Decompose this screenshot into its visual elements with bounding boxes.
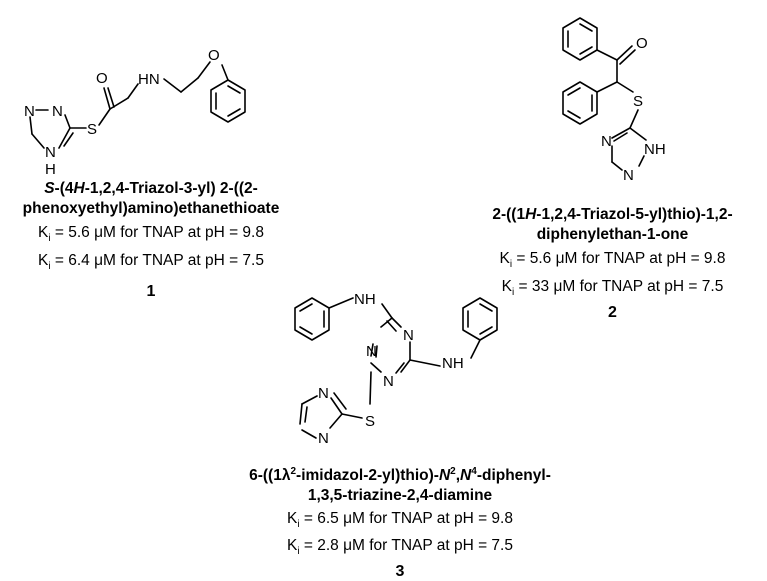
name-italic: N [460, 467, 472, 485]
structure-1: N N N H S O HN O [24, 47, 246, 178]
name-part: -1,2,4-Triazol-3-yl) 2-((2- [84, 180, 258, 197]
name-part: -diphenyl- [476, 467, 551, 485]
name-superscript: 4 [471, 466, 477, 477]
ki-subscript: i [509, 259, 513, 271]
ki-subscript: i [297, 519, 300, 531]
compound-caption-3: 6-((1λ2-imidazol-2-yl)thio)-N2,N4-diphen… [230, 462, 570, 581]
name-part: -imidazol-2-yl)thio)- [296, 467, 439, 485]
atom-label-n: N [623, 167, 634, 184]
compound-number-3: 3 [395, 563, 405, 581]
atom-label-nh: NH [354, 291, 376, 308]
triazole-ring-2 [611, 127, 647, 171]
ki-subscript: i [48, 233, 51, 245]
ki-text: = 6.5 μM for TNAP at pH = 9.8 [299, 510, 513, 528]
ki-value: Ki = 5.6 μM for TNAP at pH = 9.8 [460, 249, 765, 275]
ki-subscript: i [512, 287, 515, 299]
compound-name-3-line2: 1,3,5-triazine-2,4-diamine [307, 487, 493, 505]
phenyl-ring-1 [210, 79, 246, 123]
compound-name-3: 6-((1λ2-imidazol-2-yl)thio)-N2,N4-diphen… [230, 462, 570, 486]
atom-label-n: N [24, 103, 35, 120]
atom-label-o: O [208, 47, 220, 64]
atom-label-o: O [96, 70, 108, 87]
structure-3: NH N N N NH S [294, 291, 498, 447]
atom-label-n: N [318, 385, 329, 402]
ki-prefix: K [38, 224, 49, 241]
ki-text: = 33 μM for TNAP at pH = 7.5 [514, 278, 724, 296]
atom-label-h: H [45, 161, 56, 178]
structure-2: O S N NH N [562, 17, 666, 184]
ki-text: = 5.6 μM for TNAP at pH = 9.8 [50, 224, 264, 241]
name-part: , [455, 467, 461, 485]
ki-prefix: K [287, 510, 298, 528]
compound-name-1-line2: phenoxyethyl)amino)ethanethioate [22, 200, 280, 217]
atom-label-n: N [601, 133, 612, 150]
compound-number-1: 1 [146, 283, 156, 301]
triazine-ring [370, 317, 411, 374]
atom-label-s: S [87, 121, 97, 138]
atom-label-n: N [45, 144, 56, 161]
ki-value: Ki = 6.4 μM for TNAP at pH = 7.5 [6, 251, 296, 277]
atom-label-hn: HN [138, 71, 160, 88]
atom-label-s: S [633, 93, 643, 110]
name-superscript: 2 [290, 466, 297, 477]
ki-prefix: K [499, 250, 510, 267]
phenyl-ring-2a [562, 17, 598, 61]
compound-number-2: 2 [608, 304, 617, 322]
atom-label-s: S [365, 413, 375, 430]
name-part: 2-((1 [492, 206, 526, 223]
compound-name-2-line2: diphenylethan-1-one [536, 226, 689, 243]
compound-name-1: S-(4H-1,2,4-Triazol-3-yl) 2-((2- [6, 179, 296, 199]
ki-value: Ki = 33 μM for TNAP at pH = 7.5 [460, 277, 765, 303]
compound-name-2: 2-((1H-1,2,4-Triazol-5-yl)thio)-1,2- [460, 205, 765, 225]
ki-value: Ki = 6.5 μM for TNAP at pH = 9.8 [230, 509, 570, 535]
atom-label-n: N [403, 327, 414, 344]
name-italic: H [525, 206, 537, 223]
phenyl-ring-3a [294, 297, 330, 341]
atom-label-o: O [636, 35, 648, 52]
atom-label-n: N [318, 430, 329, 447]
atom-label-n: N [383, 373, 394, 390]
atom-label-nh: NH [442, 355, 464, 372]
imidazole-ring [299, 392, 347, 439]
ki-prefix: K [38, 252, 49, 270]
phenyl-ring-3b [462, 297, 498, 341]
ki-prefix: K [287, 537, 298, 555]
ki-value: Ki = 2.8 μM for TNAP at pH = 7.5 [230, 536, 570, 562]
name-part: -(4 [54, 180, 74, 197]
name-superscript: 2 [450, 466, 456, 477]
phenyl-ring-2b [562, 81, 598, 125]
ki-text: = 6.4 μM for TNAP at pH = 7.5 [50, 252, 264, 270]
name-italic: H [73, 180, 85, 197]
compound-caption-2: 2-((1H-1,2,4-Triazol-5-yl)thio)-1,2- dip… [460, 205, 765, 322]
name-part: 6-((1λ [249, 467, 291, 485]
name-italic: S [44, 180, 55, 197]
atom-label-n: N [366, 343, 377, 360]
ki-value: Ki = 5.6 μM for TNAP at pH = 9.8 [6, 223, 296, 249]
ki-prefix: K [501, 278, 512, 296]
compound-caption-1: S-(4H-1,2,4-Triazol-3-yl) 2-((2- phenoxy… [6, 179, 296, 301]
atom-label-nh: NH [644, 141, 666, 158]
ki-subscript: i [48, 261, 51, 273]
ki-text: = 5.6 μM for TNAP at pH = 9.8 [512, 250, 726, 267]
ki-subscript: i [297, 546, 300, 558]
name-part: -1,2,4-Triazol-5-yl)thio)-1,2- [536, 206, 733, 223]
ki-text: = 2.8 μM for TNAP at pH = 7.5 [299, 537, 513, 555]
atom-label-n: N [52, 103, 63, 120]
name-italic: N [438, 467, 451, 485]
triazole-ring-1 [29, 109, 74, 149]
